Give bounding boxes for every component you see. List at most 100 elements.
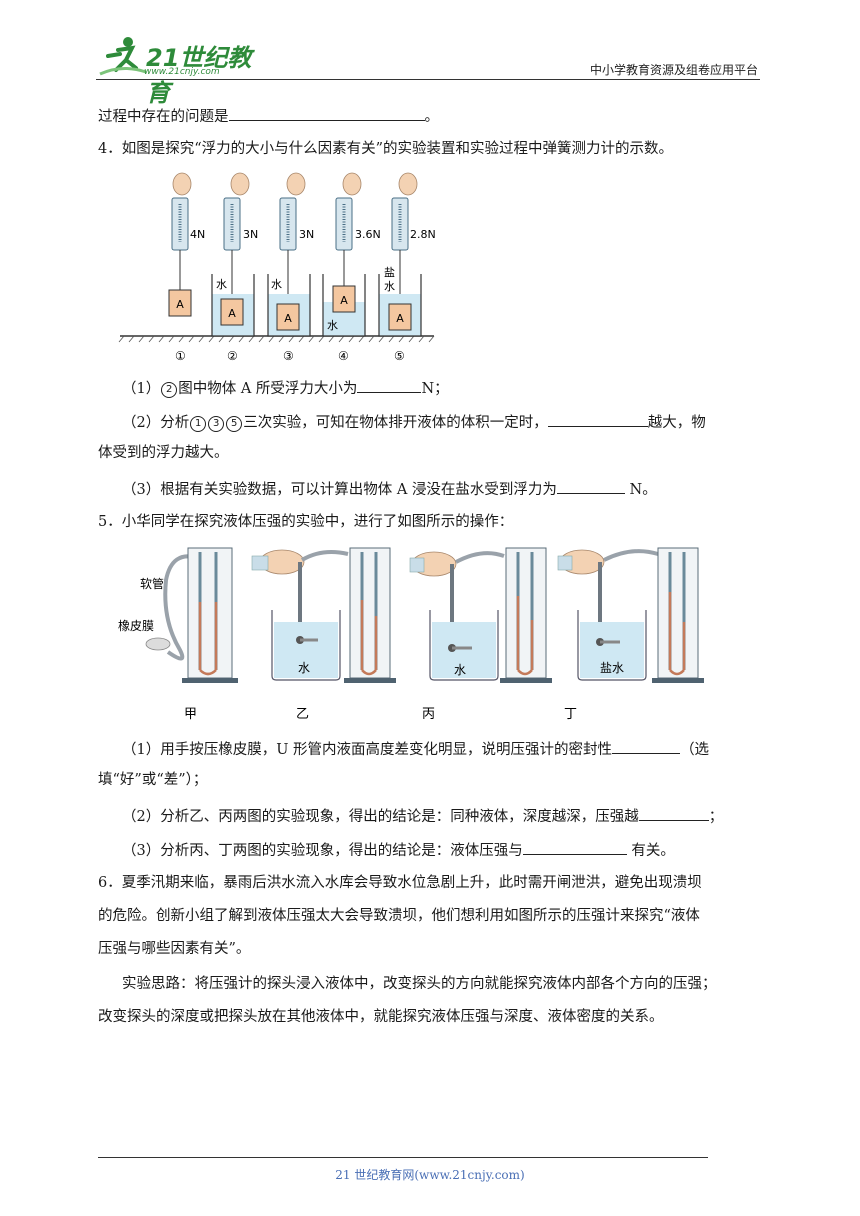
liquid-label: 水 bbox=[298, 661, 310, 675]
sleeve-icon bbox=[251, 555, 269, 571]
beaker bbox=[271, 610, 341, 681]
hose bbox=[603, 549, 659, 562]
q6-para-1: 实验思路：将压强计的探头浸入液体中，改变探头的方向就能探究液体内部各个方向的压强… bbox=[122, 976, 717, 992]
block-a bbox=[220, 298, 244, 326]
salt-label-bottom: 水 bbox=[384, 280, 395, 293]
membrane-label: 橡皮膜 bbox=[118, 619, 154, 633]
manometer-jia: 软管 橡皮膜 甲 bbox=[118, 547, 238, 722]
caption-bing: 丙 bbox=[422, 707, 435, 722]
q6-para-2: 改变探头的深度或把探头放在其他液体中，就能探究液体压强与深度、液体密度的关系。 bbox=[98, 1009, 664, 1025]
probe-icon bbox=[145, 637, 171, 651]
block-label: A bbox=[340, 294, 348, 307]
liquid-label: 盐水 bbox=[600, 661, 624, 675]
logo-text: 21世纪教育 bbox=[146, 44, 252, 107]
runner-logo-icon bbox=[99, 37, 147, 76]
hand-icon bbox=[398, 172, 418, 196]
block-a bbox=[168, 289, 192, 317]
block-label: A bbox=[284, 312, 292, 325]
fig-number-4: ④ bbox=[338, 349, 349, 363]
q5-sub1-cont: 填“好”或“差”）； bbox=[98, 772, 208, 788]
answer-blank[interactable] bbox=[522, 839, 627, 855]
circled-number: 2 bbox=[161, 382, 178, 398]
answer-blank[interactable] bbox=[556, 478, 625, 494]
fig-number-1: ① bbox=[175, 349, 186, 363]
liquid-label: 水 bbox=[271, 278, 282, 291]
liquid-pressure-figure: 软管 橡皮膜 甲 水 乙 bbox=[118, 547, 704, 722]
answer-blank[interactable] bbox=[357, 377, 422, 393]
liquid-label: 水 bbox=[327, 319, 338, 332]
answer-blank[interactable] bbox=[547, 411, 648, 427]
setup-bing: 水 丙 bbox=[409, 547, 552, 722]
hose bbox=[300, 550, 349, 562]
salt-label-top: 盐 bbox=[384, 266, 395, 279]
caption-jia: 甲 bbox=[184, 707, 197, 722]
site-logo: 21世纪教育 www.21cnjy.com bbox=[96, 34, 266, 107]
hose bbox=[455, 551, 505, 564]
q6-line-2: 的危险。创新小组了解到液体压强太大会导致溃坝，他们想利用如图所示的压强计来探究“… bbox=[98, 908, 700, 924]
q5-stem: 5．小华同学在探究液体压强的实验中，进行了如图所示的操作： bbox=[98, 514, 514, 530]
setup-3: A 水 3N bbox=[267, 172, 314, 337]
block-a bbox=[276, 303, 300, 331]
fig-number-2: ② bbox=[227, 349, 238, 363]
q3-tail-line: 过程中存在的问题是。 bbox=[98, 105, 439, 127]
liquid-label: 水 bbox=[216, 278, 227, 291]
reading-2: 3N bbox=[243, 228, 258, 241]
liquid-label: 水 bbox=[454, 663, 466, 677]
answer-blank[interactable] bbox=[612, 738, 681, 754]
stand-base bbox=[182, 678, 238, 683]
sleeve-icon bbox=[409, 557, 425, 573]
q5-sub1: （1）用手按压橡皮膜，U 形管内液面高度差变化明显，说明压强计的密封性（选 bbox=[122, 738, 709, 760]
setup-1: A 4N bbox=[168, 172, 205, 317]
answer-blank[interactable] bbox=[228, 105, 425, 121]
q5-sub2: （2）分析乙、丙两图的实验现象，得出的结论是：同种液体，深度越深，压强越； bbox=[122, 805, 723, 827]
circled-number: 5 bbox=[226, 416, 243, 432]
reading-1: 4N bbox=[190, 228, 205, 241]
setup-2: A 水 3N bbox=[211, 172, 258, 337]
answer-blank[interactable] bbox=[638, 805, 709, 821]
setup-4: A 水 3.6N bbox=[322, 172, 381, 337]
stand-base bbox=[652, 678, 704, 683]
q6-line-3: 压强与哪些因素有关”。 bbox=[98, 941, 251, 957]
salt-water bbox=[580, 622, 644, 678]
block-a bbox=[388, 303, 412, 331]
manometer-board bbox=[505, 547, 547, 679]
reading-5: 2.8N bbox=[410, 228, 436, 241]
beaker bbox=[577, 610, 647, 681]
header-divider bbox=[96, 79, 760, 80]
sleeve-icon bbox=[557, 555, 573, 571]
footer-text: 21 世纪教育网(www.21cnjy.com) bbox=[335, 1168, 525, 1182]
logo-url: www.21cnjy.com bbox=[144, 67, 220, 77]
q4-sub3: （3）根据有关实验数据，可以计算出物体 A 浸没在盐水受到浮力为 N。 bbox=[122, 478, 657, 500]
q6-line-1: 6．夏季汛期来临，暴雨后洪水流入水库会导致水位急剧上升，此时需开闸泄洪，避免出现… bbox=[98, 875, 702, 891]
circled-number: 3 bbox=[208, 416, 225, 432]
manometer-board bbox=[349, 547, 391, 679]
beaker bbox=[267, 274, 311, 337]
water bbox=[432, 622, 496, 678]
reading-4: 3.6N bbox=[355, 228, 381, 241]
buoyancy-experiment-figure: A 4N A 水 3N A 水 3N A 水 3. bbox=[118, 172, 436, 363]
setup-ding: 盐水 丁 bbox=[557, 547, 704, 722]
beaker bbox=[378, 274, 422, 337]
beaker bbox=[211, 274, 255, 337]
q4-sub2-cont: 体受到的浮力越大。 bbox=[98, 445, 229, 461]
circled-number: 1 bbox=[190, 416, 207, 432]
hand-icon bbox=[230, 172, 250, 196]
caption-ding: 丁 bbox=[564, 707, 577, 722]
hand-icon bbox=[286, 172, 306, 196]
caption-yi: 乙 bbox=[296, 707, 309, 722]
fig-number-5: ⑤ bbox=[394, 349, 405, 363]
beaker bbox=[322, 274, 366, 337]
hand-icon bbox=[172, 172, 192, 196]
hose-label: 软管 bbox=[140, 576, 164, 591]
stand-base bbox=[500, 678, 552, 683]
setup-yi: 水 乙 bbox=[251, 547, 396, 722]
block-a bbox=[332, 285, 356, 313]
hose bbox=[163, 554, 199, 661]
block-label: A bbox=[396, 312, 404, 325]
stand-base bbox=[344, 678, 396, 683]
block-label: A bbox=[176, 298, 184, 311]
platform-name: 中小学教育资源及组卷应用平台 bbox=[589, 63, 758, 77]
footer-divider bbox=[98, 1157, 708, 1158]
